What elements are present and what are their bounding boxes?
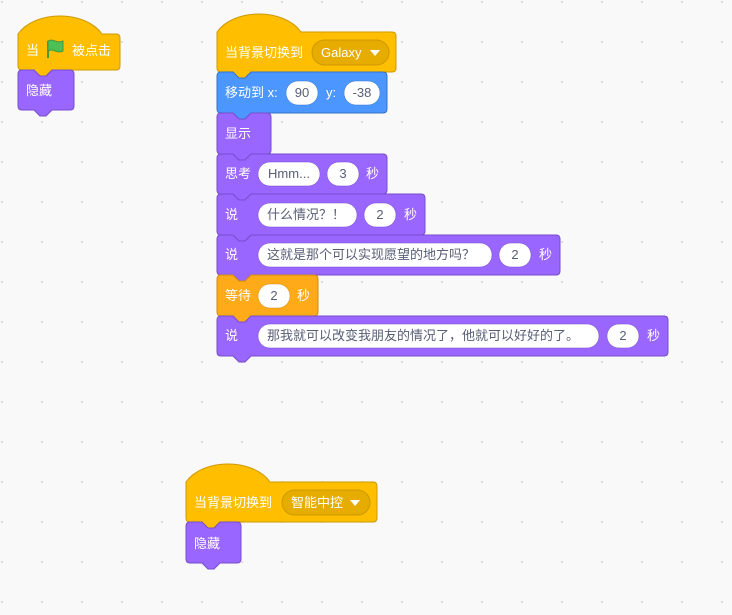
backdrop-dropdown[interactable]: 智能中控: [281, 489, 371, 516]
script-backdrop-galaxy[interactable]: 当背景切换到 Galaxy 移动到 x: 90 y: -38 显示: [216, 13, 669, 363]
script-green-flag[interactable]: 当 被点击 隐藏: [17, 15, 121, 117]
y-value: -38: [353, 85, 372, 100]
say-label: 说: [225, 328, 238, 343]
caret-down-icon: [370, 50, 380, 56]
think-unit: 秒: [366, 166, 379, 181]
y-label: y:: [326, 85, 336, 100]
say-message-input[interactable]: 那我就可以改变我朋友的情况了，他就可以好好的了。: [257, 323, 600, 349]
x-value: 90: [295, 85, 309, 100]
say-label: 说: [225, 247, 238, 262]
think-message: Hmm...: [268, 166, 310, 181]
say-secs: 2: [376, 207, 383, 222]
hide-block[interactable]: 隐藏: [185, 521, 242, 570]
say-unit: 秒: [647, 328, 660, 343]
when-backdrop-switches-block[interactable]: 当背景切换到 Galaxy: [216, 13, 397, 79]
hat-prefix-label: 当: [26, 43, 39, 58]
hide-label: 隐藏: [194, 536, 220, 551]
say-message-input[interactable]: 这就是那个可以实现愿望的地方吗？: [257, 242, 493, 268]
say-secs-input[interactable]: 2: [498, 242, 532, 268]
say-unit: 秒: [539, 247, 552, 262]
hat-label: 当背景切换到: [194, 495, 272, 510]
y-input[interactable]: -38: [343, 80, 381, 106]
say-message: 什么情况？！: [267, 207, 345, 222]
say-for-secs-block-2[interactable]: 说 这就是那个可以实现愿望的地方吗？ 2 秒: [216, 234, 561, 282]
backdrop-dropdown[interactable]: Galaxy: [311, 39, 390, 66]
say-for-secs-block-1[interactable]: 说 什么情况？！ 2 秒: [216, 193, 426, 242]
caret-down-icon: [350, 500, 360, 506]
think-secs-input[interactable]: 3: [326, 161, 360, 187]
think-for-secs-block[interactable]: 思考 Hmm... 3 秒: [216, 153, 388, 201]
think-label: 思考: [225, 166, 251, 181]
hide-block[interactable]: 隐藏: [17, 69, 75, 117]
say-label: 说: [225, 207, 238, 222]
script-backdrop-control[interactable]: 当背景切换到 智能中控 隐藏: [185, 463, 378, 570]
think-secs: 3: [339, 166, 346, 181]
wait-secs-input[interactable]: 2: [257, 283, 291, 309]
hat-suffix-label: 被点击: [72, 43, 111, 58]
hide-label: 隐藏: [26, 83, 52, 98]
wait-label: 等待: [225, 288, 251, 303]
think-message-input[interactable]: Hmm...: [257, 161, 321, 187]
say-message: 那我就可以改变我朋友的情况了，他就可以好好的了。: [267, 328, 579, 343]
wait-block[interactable]: 等待 2 秒: [216, 274, 319, 323]
go-to-label: 移动到 x:: [225, 85, 278, 100]
say-message-input[interactable]: 什么情况？！: [257, 202, 358, 228]
show-label: 显示: [225, 126, 251, 141]
backdrop-value: Galaxy: [321, 45, 362, 60]
say-unit: 秒: [404, 207, 417, 222]
say-message: 这就是那个可以实现愿望的地方吗？: [267, 247, 475, 262]
say-secs: 2: [619, 328, 626, 343]
show-block[interactable]: 显示: [216, 112, 272, 161]
hat-label: 当背景切换到: [225, 45, 303, 60]
say-secs-input[interactable]: 2: [363, 202, 397, 228]
when-backdrop-switches-block[interactable]: 当背景切换到 智能中控: [185, 463, 378, 529]
go-to-xy-block[interactable]: 移动到 x: 90 y: -38: [216, 71, 388, 120]
say-secs: 2: [511, 247, 518, 262]
wait-secs: 2: [270, 288, 277, 303]
say-secs-input[interactable]: 2: [606, 323, 640, 349]
wait-unit: 秒: [297, 288, 310, 303]
x-input[interactable]: 90: [285, 80, 319, 106]
green-flag-icon: [47, 39, 64, 58]
when-flag-clicked-block[interactable]: 当 被点击: [17, 15, 121, 77]
backdrop-value: 智能中控: [291, 495, 343, 510]
say-for-secs-block-3[interactable]: 说 那我就可以改变我朋友的情况了，他就可以好好的了。 2 秒: [216, 315, 669, 363]
